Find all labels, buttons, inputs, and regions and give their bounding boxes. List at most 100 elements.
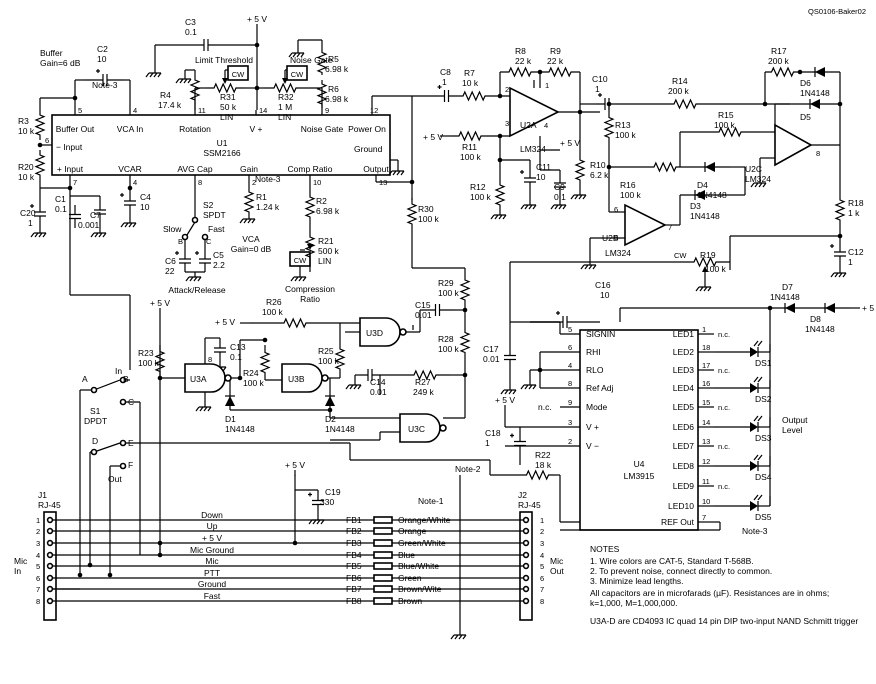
cw-label: CW bbox=[674, 251, 687, 260]
u3c-ref: U3C bbox=[408, 424, 425, 434]
pin-number: 17 bbox=[702, 361, 710, 370]
u4-pin-name: LED1 bbox=[673, 329, 695, 339]
c20-value: 1 bbox=[28, 218, 33, 228]
r32-ref: R32 bbox=[278, 92, 294, 102]
components bbox=[43, 65, 835, 621]
r8-ref: R8 bbox=[515, 46, 526, 56]
junction-dot bbox=[497, 157, 503, 163]
notes-u3: U3A-D are CD4093 IC quad 14 pin DIP two-… bbox=[590, 616, 858, 626]
capacitor-symbol bbox=[199, 250, 211, 272]
capacitor-symbol bbox=[94, 196, 106, 228]
opamp-symbol bbox=[624, 203, 667, 247]
cw-box bbox=[289, 251, 311, 267]
ground-symbol bbox=[490, 210, 507, 220]
polarity-mark bbox=[96, 69, 100, 73]
junction-dot bbox=[797, 69, 803, 75]
diode-symbol bbox=[225, 396, 235, 406]
c19-value: 330 bbox=[320, 497, 334, 507]
resistor-symbol bbox=[34, 150, 46, 180]
led-ref: DS5 bbox=[755, 512, 772, 522]
pin-number: 2 bbox=[252, 178, 256, 187]
ferrite-ref: FB6 bbox=[346, 573, 362, 583]
connector-pin bbox=[522, 551, 530, 559]
r16-value: 100 k bbox=[620, 190, 642, 200]
pin-number: 4 bbox=[544, 121, 548, 130]
inverter-bubble bbox=[399, 328, 407, 336]
supply-label: + 5 V bbox=[423, 132, 443, 142]
u4-pin-name: LED6 bbox=[673, 422, 695, 432]
r19-ref: R19 bbox=[700, 250, 716, 260]
ground-symbol bbox=[500, 385, 517, 395]
resistor-symbol bbox=[259, 345, 271, 380]
diode-symbol bbox=[785, 303, 795, 313]
note-item: 1. Wire colors are CAT-5, Standard T-568… bbox=[590, 556, 754, 566]
switch-contact bbox=[119, 462, 127, 470]
junction-dot bbox=[262, 337, 268, 343]
polarity-mark bbox=[195, 251, 199, 255]
supply-label: + 5 V bbox=[495, 395, 515, 405]
notes-title: NOTES bbox=[590, 544, 620, 554]
resistor-symbol bbox=[500, 66, 540, 78]
polarity-mark bbox=[598, 93, 602, 97]
connector-pin bbox=[522, 527, 530, 535]
c6-ref: C6 bbox=[165, 256, 176, 266]
capacitor-symbol bbox=[34, 200, 46, 228]
u4-pin-name: V − bbox=[586, 441, 599, 451]
pin-number: 8 bbox=[568, 379, 572, 388]
junction-dot bbox=[37, 142, 43, 148]
contact-c: C bbox=[206, 237, 212, 246]
c15-value: 0.01 bbox=[415, 310, 432, 320]
inverter-bubble bbox=[224, 374, 232, 382]
pin-number: 5 bbox=[540, 562, 544, 571]
switch-contact bbox=[201, 233, 209, 241]
u3a-ref: U3A bbox=[190, 374, 207, 384]
wire bbox=[93, 379, 121, 391]
led-rays bbox=[753, 415, 763, 422]
led-symbol bbox=[750, 422, 758, 432]
u4-pin-name: SIGNIN bbox=[586, 329, 615, 339]
note-3: Note-3 bbox=[92, 80, 118, 90]
ferrite-ref: FB2 bbox=[346, 526, 362, 536]
ground-symbol bbox=[345, 380, 362, 390]
resistor-symbol bbox=[304, 192, 316, 222]
c11-ref: C11 bbox=[536, 162, 551, 172]
r27-ref: R27 bbox=[415, 377, 431, 387]
opamp-symbol bbox=[774, 123, 813, 167]
resistor-symbol bbox=[243, 190, 255, 214]
u1-part: SSM2166 bbox=[203, 148, 241, 158]
connector-pin bbox=[46, 539, 54, 547]
r18-value: 1 k bbox=[848, 208, 860, 218]
pin-number: 4 bbox=[568, 361, 572, 370]
c17-ref: C17 bbox=[483, 344, 499, 354]
pin-number: 6 bbox=[568, 343, 572, 352]
r11-ref: R11 bbox=[462, 142, 477, 152]
no-connect: n.c. bbox=[718, 330, 730, 339]
capacitor-symbol bbox=[85, 74, 125, 86]
resistor-symbol bbox=[334, 340, 346, 378]
pin-number: 7 bbox=[702, 513, 706, 522]
signal-name: Down bbox=[201, 510, 223, 520]
u4-pin-name: LED9 bbox=[673, 481, 695, 491]
pin-number: 10 bbox=[702, 497, 710, 506]
c13-ref: C13 bbox=[230, 342, 246, 352]
capacitor-symbol bbox=[834, 240, 846, 268]
r30-value: 100 k bbox=[418, 214, 440, 224]
signal-name: Mic Ground bbox=[190, 545, 234, 555]
junction-dot bbox=[107, 572, 113, 578]
r26-value: 100 k bbox=[262, 307, 284, 317]
switch-contact bbox=[119, 376, 127, 384]
u3d-ref: U3D bbox=[366, 328, 383, 338]
c13-value: 0.1 bbox=[230, 352, 242, 362]
junction-dot bbox=[77, 572, 83, 578]
polarity-mark bbox=[437, 85, 442, 89]
ferrite-bead bbox=[373, 539, 393, 547]
pin-number: 3 bbox=[36, 539, 40, 548]
wire-color: Green bbox=[398, 573, 422, 583]
no-connect: n.c. bbox=[538, 402, 552, 412]
resistor-symbol bbox=[459, 270, 471, 310]
ground-symbol bbox=[90, 228, 107, 238]
u1-pin-name: Comp Ratio bbox=[288, 164, 333, 174]
